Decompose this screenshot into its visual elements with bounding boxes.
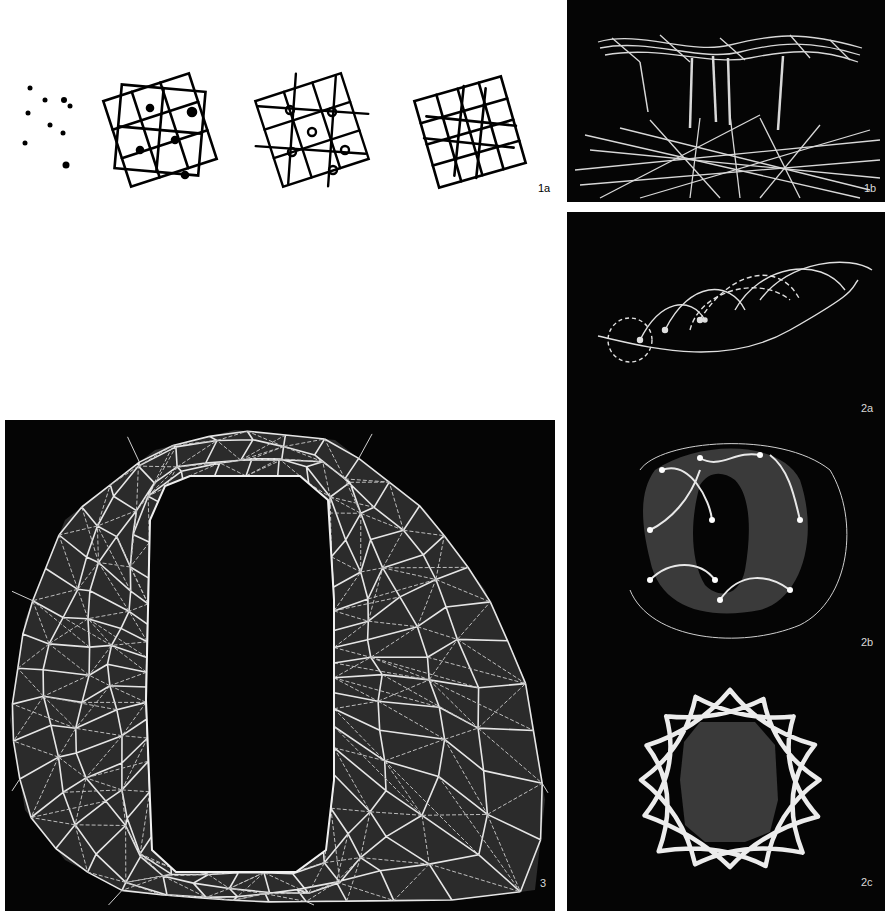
mesh-brace <box>12 431 542 901</box>
woven-strip <box>641 690 820 867</box>
grid-sketch <box>103 73 216 186</box>
panel-label: 2b <box>861 636 873 649</box>
ring-opening <box>680 722 778 842</box>
woven-ring <box>641 690 820 867</box>
panel-label-text: 3 <box>540 877 546 889</box>
spike-line <box>12 434 548 905</box>
panel-ground <box>5 420 555 911</box>
panel-label-text: 2a <box>861 402 873 414</box>
panel-label: 3 <box>540 877 546 890</box>
panel-label-text: 1a <box>538 182 550 194</box>
ring-opening <box>146 476 334 872</box>
grid-sketch <box>414 76 525 187</box>
triangulated-ring <box>10 430 548 905</box>
grid-sketch <box>253 71 370 188</box>
panel-label: 1b <box>864 182 876 195</box>
arc-study <box>598 262 872 362</box>
ring-study <box>630 444 847 639</box>
panel-label-text: 2b <box>861 636 873 648</box>
panel-ground <box>567 0 885 202</box>
ring-surface <box>10 430 545 902</box>
canopy-model <box>575 35 880 198</box>
panel-label-text: 2c <box>861 876 873 888</box>
panel-label-text: 1b <box>864 182 876 194</box>
panel-label: 1a <box>538 182 550 195</box>
point-sketch <box>23 86 73 169</box>
panel-label: 2a <box>861 402 873 415</box>
panel-ground <box>567 212 885 911</box>
mesh-member <box>12 431 542 902</box>
panel-label: 2c <box>861 876 873 889</box>
